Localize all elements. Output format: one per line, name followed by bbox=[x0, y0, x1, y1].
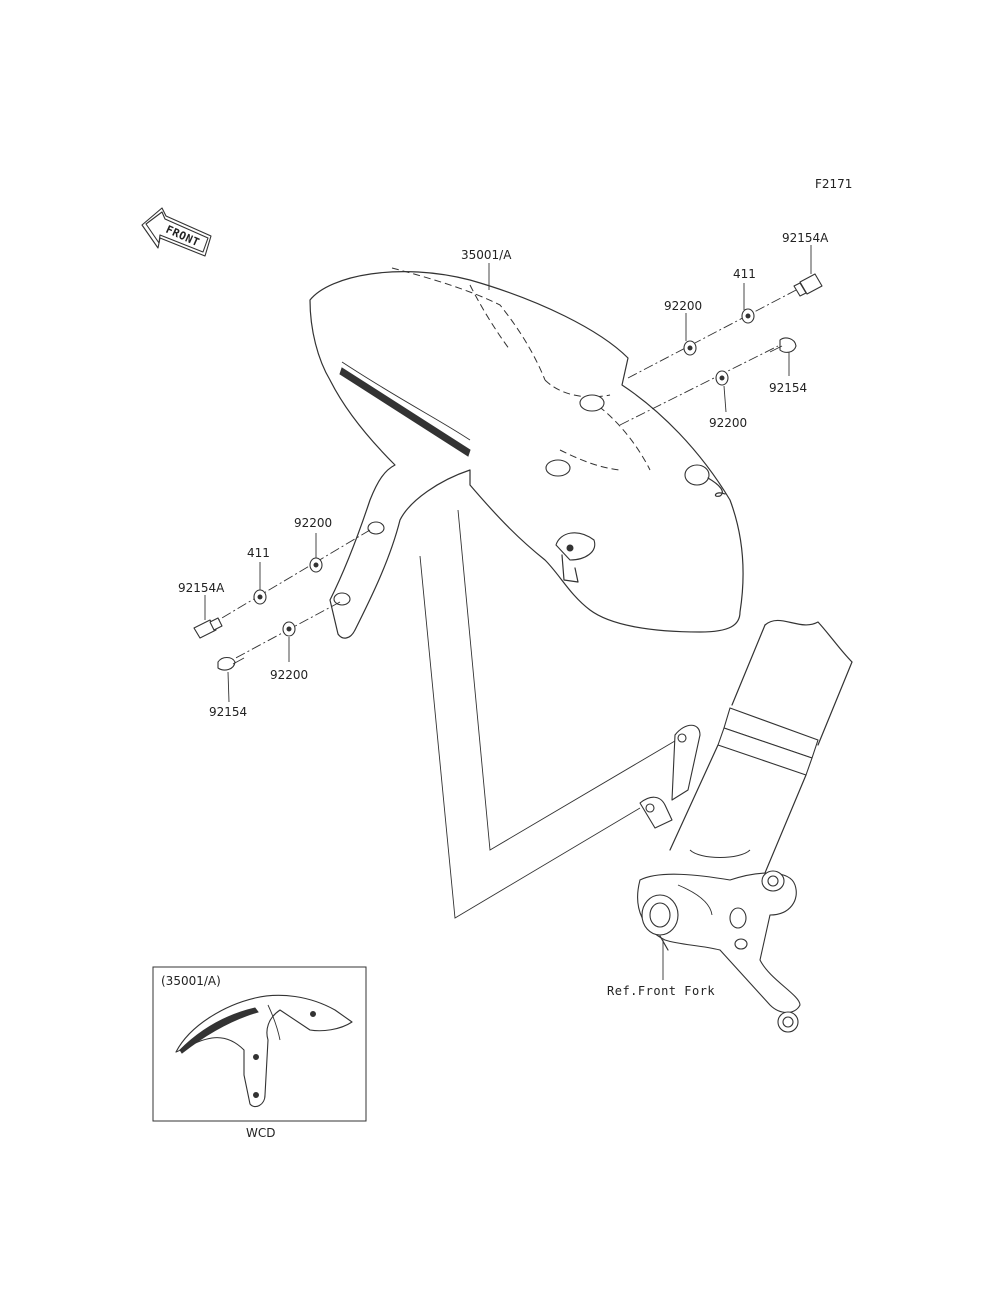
right-hardware-group: 92154A 411 92200 92154 92200 bbox=[619, 231, 829, 430]
label-92200-left-bottom: 92200 bbox=[270, 668, 308, 682]
label-92154a-left: 92154A bbox=[178, 581, 225, 595]
bolt-92154a-left-icon bbox=[193, 617, 223, 639]
inset-title: (35001/A) bbox=[161, 974, 221, 988]
label-92154a-right: 92154A bbox=[782, 231, 829, 245]
inset-caption: WCD bbox=[246, 1126, 275, 1140]
label-92200-right-top: 92200 bbox=[664, 299, 702, 313]
front-arrow-icon: FRONT bbox=[141, 207, 212, 257]
label-411-right: 411 bbox=[733, 267, 756, 281]
inset-variant-box: (35001/A) WCD bbox=[152, 966, 367, 1140]
diagram-code: F2171 bbox=[815, 177, 852, 191]
front-fender-part bbox=[309, 267, 744, 639]
label-92154-left: 92154 bbox=[209, 705, 247, 719]
label-411-left: 411 bbox=[247, 546, 270, 560]
label-92200-right-bottom: 92200 bbox=[709, 416, 747, 430]
fender-to-fork-ghost-outline bbox=[419, 509, 681, 919]
label-92154-right: 92154 bbox=[769, 381, 807, 395]
front-fork-part bbox=[637, 619, 853, 1033]
bolt-92154-right-icon bbox=[769, 337, 797, 353]
label-92200-left-top: 92200 bbox=[294, 516, 332, 530]
label-35001-a: 35001/A bbox=[461, 248, 512, 262]
left-hardware-group: 92200 411 92154A 92200 92154 bbox=[178, 516, 371, 719]
label-ref-front-fork: Ref.Front Fork bbox=[607, 984, 715, 998]
bolt-92154a-right-icon bbox=[793, 273, 823, 297]
bolt-92154-left-icon bbox=[217, 656, 245, 671]
